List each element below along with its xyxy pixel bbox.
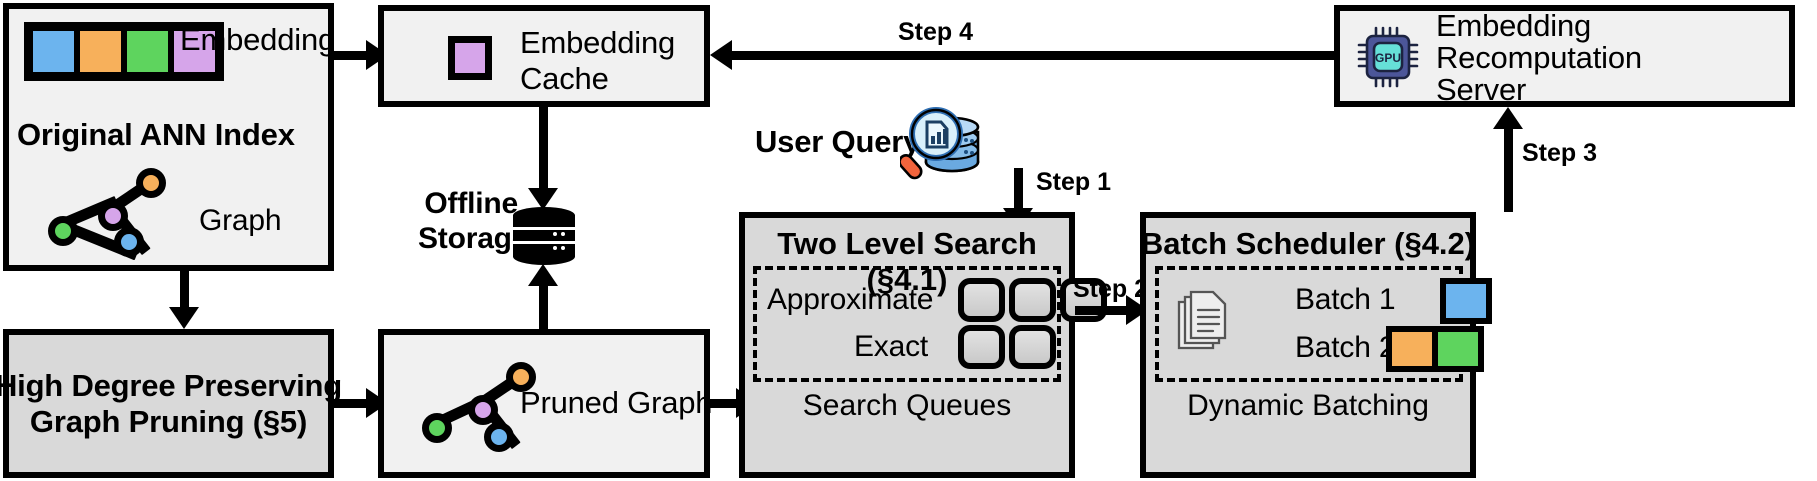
graph-pruning-line2: Graph Pruning (§5) <box>29 403 308 439</box>
step-4-label: Step 4 <box>898 18 974 46</box>
recomp-line3: Server <box>1436 72 1527 107</box>
arrow-cache-to-storage-line <box>539 107 548 192</box>
graph-label: Graph <box>199 204 282 237</box>
arrow-pruning-to-pruned-line <box>334 399 372 408</box>
embedding-cache-box <box>378 5 710 107</box>
recomp-line2: Recomputation <box>1436 40 1642 75</box>
recomputation-server-box <box>1334 5 1795 107</box>
db-dot <box>561 232 565 236</box>
batch-1-label: Batch 1 <box>1295 283 1396 316</box>
graph-node-green <box>48 216 78 246</box>
arrow-index-to-pruning-head <box>169 307 199 329</box>
original-graph-illustration <box>44 168 194 263</box>
graph-node-blue <box>114 227 144 257</box>
arrow-step2-line <box>1075 306 1134 315</box>
pruned-graph-label: Pruned Graph <box>520 385 713 420</box>
step-2-label: Step 2 <box>1073 275 1149 303</box>
offline-storage-line1: Offline <box>424 187 518 220</box>
db-dot <box>553 232 557 236</box>
db-bottom <box>513 248 575 265</box>
graph-node-orange <box>136 168 166 198</box>
recomputation-server-title: Embedding Recomputation Server <box>1436 10 1642 106</box>
gpu-chip-icon: GPU <box>1357 26 1419 88</box>
queue-cell[interactable] <box>958 278 1005 322</box>
graph-node-green <box>422 413 452 443</box>
embedding-vector-strip <box>24 22 224 81</box>
db-ring <box>513 241 575 244</box>
graph-node-purple <box>468 395 498 425</box>
database-icon <box>513 207 575 265</box>
batch-scheduler-title: Batch Scheduler (§4.2) <box>1140 226 1476 261</box>
queue-row-label-approximate: Approximate <box>767 283 934 316</box>
dynamic-batching-footer: Dynamic Batching <box>1187 389 1429 422</box>
batch-item-blue <box>1440 278 1492 324</box>
documents-icon <box>1177 290 1227 350</box>
search-queues-footer: Search Queues <box>802 389 1012 422</box>
offline-storage-line2: Storage <box>418 222 529 255</box>
step-3-label: Step 3 <box>1522 139 1598 167</box>
pruned-graph-illustration <box>410 360 560 452</box>
search-queues-panel <box>753 266 1061 382</box>
arrow-step4-line <box>724 51 1334 60</box>
batch-2-label: Batch 2 <box>1295 331 1396 364</box>
offline-storage-label: Offline Storage <box>418 186 529 256</box>
arrow-index-to-pruning-line <box>180 271 189 309</box>
db-dot <box>561 246 565 250</box>
queue-cell[interactable] <box>958 325 1005 369</box>
graph-node-blue <box>484 422 514 452</box>
arrow-step3-head <box>1493 107 1523 129</box>
pruned-graph-box <box>378 329 710 478</box>
graph-pruning-title: High Degree Preserving Graph Pruning (§5… <box>0 329 342 478</box>
batch-1-items <box>1440 278 1492 324</box>
embedding-cache-line1: Embedding <box>520 25 676 60</box>
dynamic-batching-panel <box>1155 266 1463 382</box>
embedding-cell-green <box>124 28 171 75</box>
embedding-cache-chip-icon <box>448 36 492 80</box>
arrow-index-to-cache-line <box>334 51 372 60</box>
embedding-cache-line2: Cache <box>520 61 609 96</box>
embedding-cell-orange <box>77 28 124 75</box>
arrow-step3-line <box>1504 128 1513 212</box>
batch-2-items <box>1386 326 1484 372</box>
recomp-line1: Embedding <box>1436 8 1592 43</box>
arrow-step1-line <box>1014 168 1023 211</box>
arrow-step4-head <box>710 40 732 70</box>
queue-cell[interactable] <box>1009 325 1056 369</box>
query-search-database-icon <box>900 107 980 180</box>
embedding-cache-title: Embedding Cache <box>520 25 675 97</box>
step-1-label: Step 1 <box>1036 168 1112 196</box>
graph-node-orange <box>506 362 536 392</box>
embedding-label: Embedding <box>180 22 336 57</box>
graph-pruning-line1: High Degree Preserving <box>0 367 343 403</box>
original-ann-index-title: Original ANN Index <box>17 117 295 152</box>
batch-item-green <box>1432 326 1484 372</box>
queue-cell[interactable] <box>1009 278 1056 322</box>
embedding-cell-purple <box>171 28 218 75</box>
arrow-pruned-to-search-line <box>710 399 742 408</box>
graph-pruning-box <box>3 329 334 478</box>
batch-item-orange <box>1386 326 1438 372</box>
embedding-cell-blue <box>30 28 77 75</box>
arrow-pruned-to-storage-head <box>528 264 558 286</box>
user-query-label: User Query <box>755 124 921 159</box>
db-ring <box>513 227 575 230</box>
queue-row-label-exact: Exact <box>854 330 929 363</box>
db-dot <box>553 246 557 250</box>
graph-node-purple <box>98 201 128 231</box>
queue-row-exact-cells <box>958 325 1056 369</box>
arrow-pruned-to-storage-line <box>539 285 548 329</box>
gpu-icon-text: GPU <box>1375 51 1401 65</box>
arrow-cache-to-storage-head <box>528 188 558 210</box>
